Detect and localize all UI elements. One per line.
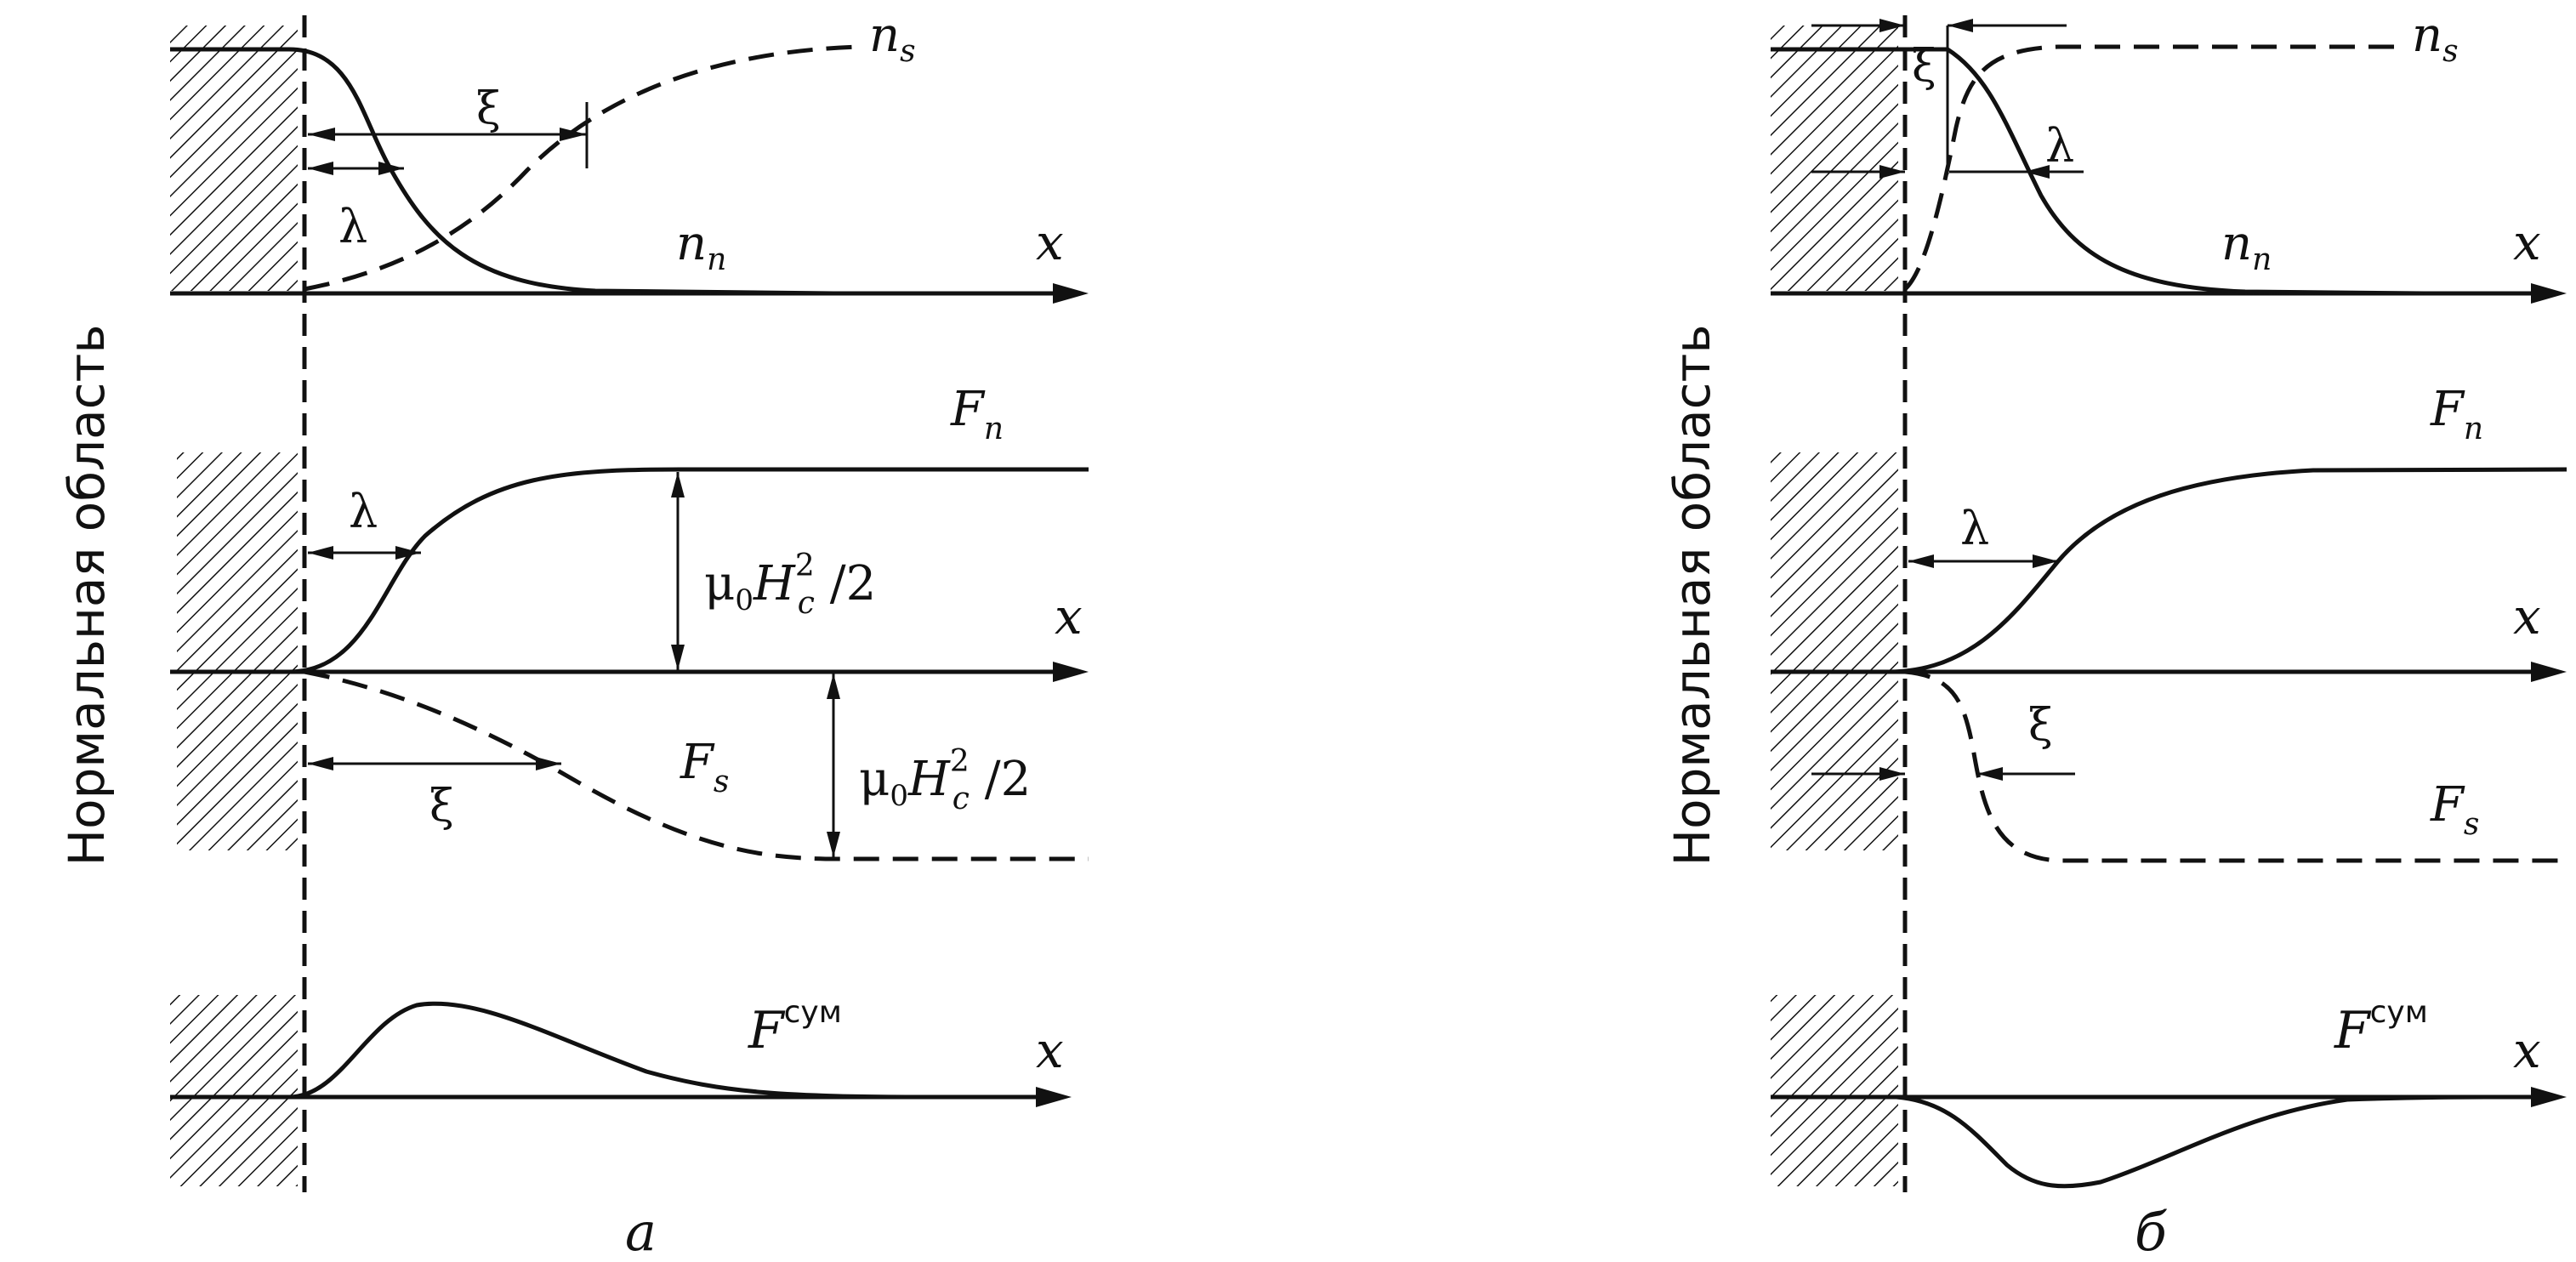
x-axis-arrowhead-bot-a xyxy=(1036,1087,1072,1107)
nn-label-b: nn xyxy=(2221,216,2272,277)
xi-arrowhead-right-a xyxy=(560,128,587,141)
panel-b: Нормальная область ξ λ ns nn x xyxy=(1663,8,2567,1262)
lambda-arrowhead-right-mid-a xyxy=(395,546,421,560)
x-label-bot-a: x xyxy=(1036,1021,1064,1079)
xi-label-mid-a: ξ xyxy=(429,781,454,832)
caption-a: а xyxy=(625,1201,657,1262)
x-axis-arrowhead-mid-a xyxy=(1053,662,1089,682)
F-sum-label-a: Fсум xyxy=(748,995,842,1060)
ns-label-a: ns xyxy=(869,8,916,69)
Fs-curve-a xyxy=(304,669,1089,861)
lambda-arrowhead-left-mid-b xyxy=(1908,554,1934,568)
Fn-label-a: Fn xyxy=(950,382,1004,446)
top-subpanel-a: ξ λ ns nn x xyxy=(170,8,1089,304)
lambda-arrowhead-right-mid-b xyxy=(2033,554,2058,568)
gap-arrowhead-lower-top-a xyxy=(827,674,840,699)
xi-arrowhead-right-mid-a xyxy=(536,757,561,770)
nn-label-a: nn xyxy=(676,216,726,277)
bottom-subpanel-b: Fсум x xyxy=(1771,995,2567,1189)
xi-arrowhead-left-mid-b xyxy=(1879,767,1905,781)
normal-region-hatch-mid-a xyxy=(177,452,298,850)
lambda-label-top-a: λ xyxy=(338,200,367,253)
x-label-top-a: x xyxy=(1036,213,1064,271)
Fs-label-b: Fs xyxy=(2430,777,2479,842)
xi-label-top-a: ξ xyxy=(476,83,501,134)
lambda-label-mid-a: λ xyxy=(349,485,378,538)
Fn-curve-a xyxy=(170,467,1089,674)
x-label-top-b: x xyxy=(2513,213,2541,271)
side-label-b: Нормальная область xyxy=(1663,325,1721,867)
top-subpanel-b: ξ λ ns nn x xyxy=(1771,8,2567,304)
x-label-mid-a: x xyxy=(1055,588,1083,645)
normal-region-hatch-top-b xyxy=(1771,26,1898,291)
gap-arrowhead-upper-top-a xyxy=(671,472,685,497)
lambda-label-top-b: λ xyxy=(2045,119,2074,173)
bottom-subpanel-a: Fсум x xyxy=(170,995,1072,1107)
xi-label-top-b: ξ xyxy=(1912,41,1936,92)
x-axis-arrowhead-bot-b xyxy=(2531,1087,2567,1107)
xi-label-mid-b: ξ xyxy=(2028,700,2053,751)
lambda-arrowhead-right-b xyxy=(2024,165,2050,179)
F-sum-curve-b xyxy=(1771,1094,2518,1189)
panel-a: Нормальная область ξ λ ns nn x xyxy=(58,8,1089,1262)
x-label-mid-b: x xyxy=(2513,588,2541,645)
Fs-label-a: Fs xyxy=(680,735,729,799)
x-axis-arrowhead-mid-b xyxy=(2531,662,2567,682)
lambda-label-mid-b: λ xyxy=(1960,502,1989,555)
Fs-curve-b xyxy=(1904,669,2567,863)
ns-label-b: ns xyxy=(2412,8,2459,69)
normal-region-hatch-top-a xyxy=(170,26,298,291)
xi-arrowhead-right-b xyxy=(1948,19,1973,32)
xi-arrowhead-right-mid-b xyxy=(1977,767,2003,781)
lambda-arrowhead-right-top-a xyxy=(378,162,404,175)
ns-curve-b xyxy=(1903,44,2398,291)
lambda-arrowhead-left-mid-a xyxy=(308,546,333,560)
F-sum-curve-a xyxy=(170,1001,936,1100)
middle-subpanel-b: λ ξ Fn Fs x xyxy=(1771,382,2567,863)
xi-arrowhead-left-b xyxy=(1879,19,1905,32)
lambda-arrowhead-left-top-a xyxy=(308,162,333,175)
F-sum-label-b: Fсум xyxy=(2334,995,2428,1060)
normal-region-hatch-bot-a xyxy=(170,995,298,1186)
xi-arrowhead-left-mid-a xyxy=(308,757,333,770)
gap-arrowhead-upper-bottom-a xyxy=(671,645,685,670)
normal-region-hatch-mid-b xyxy=(1771,452,1898,850)
x-axis-arrowhead-top-b xyxy=(2531,283,2567,304)
x-label-bot-b: x xyxy=(2513,1021,2541,1079)
Fn-curve-b xyxy=(1771,467,2567,674)
nn-curve-b xyxy=(1771,47,2425,296)
lambda-arrowhead-left-b xyxy=(1879,165,1905,179)
normal-region-hatch-bot-b xyxy=(1771,995,1898,1186)
Fn-label-b: Fn xyxy=(2430,382,2483,446)
gap-arrowhead-lower-bottom-a xyxy=(827,832,840,857)
xi-arrowhead-left-a xyxy=(308,128,335,141)
side-label-a: Нормальная область xyxy=(58,325,116,867)
x-axis-arrowhead-top-a xyxy=(1053,283,1089,304)
caption-b: б xyxy=(2135,1201,2168,1262)
ns-curve-a xyxy=(304,44,860,292)
